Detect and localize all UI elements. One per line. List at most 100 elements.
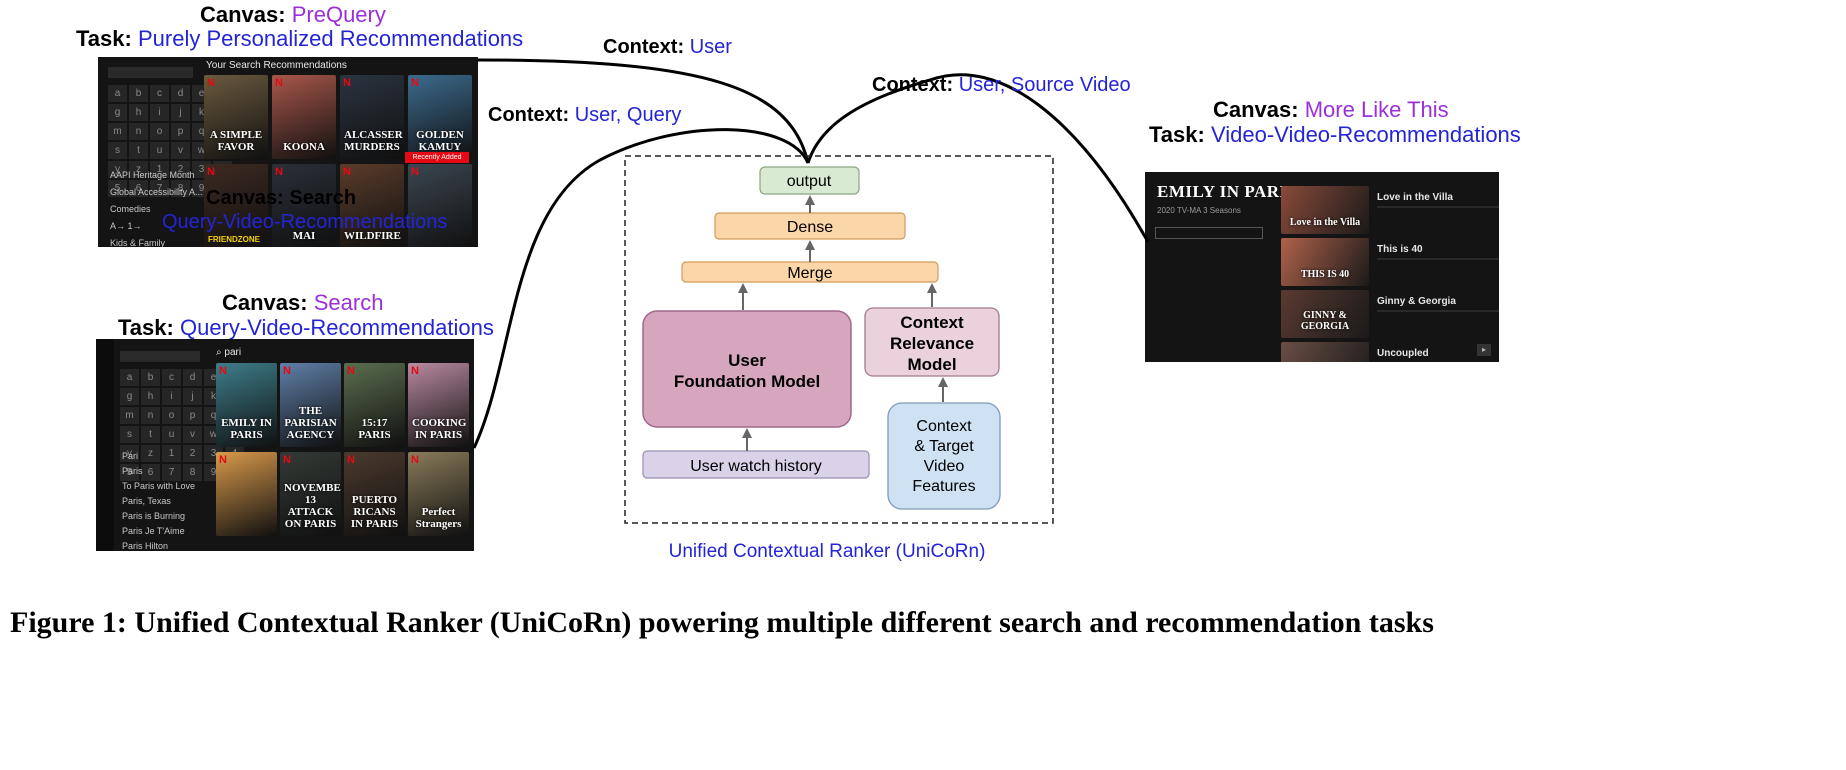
keyboard-key[interactable]: c (162, 369, 181, 386)
keyboard-key[interactable]: 5 (120, 464, 139, 481)
t-foundation-line: User (728, 351, 766, 370)
list-item[interactable]: Kids & Family (110, 238, 166, 247)
list-item[interactable]: Paris Hilton (122, 541, 169, 551)
keyboard-key[interactable]: s (108, 142, 127, 159)
keyboard-key[interactable]: m (120, 407, 139, 424)
keyboard-key[interactable]: t (141, 426, 160, 443)
keyboard-key[interactable]: b (141, 369, 160, 386)
context-user-label: Context: User (603, 36, 732, 58)
keyboard-key[interactable]: s (120, 426, 139, 443)
keyboard-key[interactable]: 2 (183, 445, 202, 462)
keyboard-key[interactable]: j (183, 388, 202, 405)
keyboard-key[interactable]: 6 (129, 180, 148, 197)
list-item[interactable]: Paris is Burning (122, 511, 186, 521)
keyboard-key[interactable]: h (141, 388, 160, 405)
similar-title-poster[interactable]: THIS IS 40 (1281, 238, 1369, 286)
keyboard-key[interactable]: b (129, 85, 148, 102)
keyboard-key[interactable]: 5 (108, 180, 127, 197)
list-item[interactable]: Global Accessibility A... (110, 187, 203, 197)
keyboard-key[interactable]: 8 (183, 464, 202, 481)
keyboard-key[interactable]: 1 (150, 161, 169, 178)
show-meta: 2020 TV-MA 3 Seasons (1157, 206, 1241, 215)
scroll-down-icon[interactable]: ▸ (1477, 344, 1491, 356)
context-features-box (887, 402, 1001, 510)
list-item[interactable]: AAPI Heritage Month (110, 170, 195, 180)
keyboard-key[interactable]: i (150, 104, 169, 121)
connector-mlt (806, 73, 1150, 243)
keyboard-key[interactable]: 7 (150, 180, 169, 197)
keyboard-key[interactable]: d (183, 369, 202, 386)
similar-title-name[interactable]: Uncoupled (1377, 348, 1429, 359)
similar-title-name[interactable]: Love in the Villa (1377, 192, 1453, 203)
tile-title: KOONA (283, 141, 325, 153)
nav-rail (96, 339, 114, 551)
output-text: output (787, 173, 832, 190)
similar-title-poster[interactable] (1281, 342, 1369, 362)
keyboard-key[interactable]: d (171, 85, 190, 102)
list-item[interactable]: Comedies (110, 204, 151, 214)
keyboard-key[interactable]: a (120, 369, 139, 386)
keyboard-key[interactable]: y (120, 445, 139, 462)
ranker-label: Unified Contextual Ranker (UniCoRn) (669, 541, 986, 562)
keyboard-key[interactable]: v (171, 142, 190, 159)
list-item[interactable]: Pari (122, 451, 139, 461)
figure-caption: Figure 1: Unified Contextual Ranker (Uni… (10, 606, 1434, 639)
title-tile[interactable]: N (216, 452, 277, 536)
keyboard-key[interactable]: z (129, 161, 148, 178)
title-tile[interactable]: NNOVEMBER 13 ATTACK ON PARIS (280, 452, 341, 536)
similar-title-poster[interactable]: Love in the Villa (1281, 186, 1369, 234)
keyboard-key[interactable]: m (108, 123, 127, 140)
keyboard-key[interactable]: 7 (162, 464, 181, 481)
keyboard-key[interactable]: p (171, 123, 190, 140)
keyboard-key[interactable]: u (162, 426, 181, 443)
keyboard-key[interactable]: i (162, 388, 181, 405)
prequery-task-label: Task: Purely Personalized Recommendation… (76, 26, 524, 51)
keyboard-key[interactable]: h (129, 104, 148, 121)
keyboard-key[interactable]: n (141, 407, 160, 424)
keyboard-key[interactable]: 1 (162, 445, 181, 462)
list-item[interactable]: Paris Je T'Aime (122, 526, 185, 536)
keyboard-key[interactable]: j (171, 104, 190, 121)
similar-title-name[interactable]: This is 40 (1377, 244, 1423, 255)
more-like-this-tab[interactable] (1155, 227, 1263, 239)
keyboard-key[interactable]: 8 (171, 180, 190, 197)
keyboard-key[interactable]: p (183, 407, 202, 424)
keyboard-key[interactable]: v (183, 426, 202, 443)
list-item[interactable]: To Paris with Love (122, 481, 196, 491)
keyboard-key[interactable]: c (150, 85, 169, 102)
similar-title-poster[interactable]: GINNY & GEORGIA (1281, 290, 1369, 338)
keyboard-key[interactable]: y (108, 161, 127, 178)
keyboard-key[interactable]: u (150, 142, 169, 159)
keyboard-key[interactable]: 6 (141, 464, 160, 481)
title-tile[interactable]: N (204, 164, 268, 247)
list-item[interactable]: A→ 1→ (110, 221, 142, 231)
title-tile[interactable]: N (408, 164, 472, 247)
keyboard-key[interactable]: 2 (171, 161, 190, 178)
keyboard-key[interactable]: o (150, 123, 169, 140)
keyboard-key[interactable]: z (141, 445, 160, 462)
keyboard-key[interactable]: g (120, 388, 139, 405)
list-item[interactable]: Paris (122, 466, 143, 476)
keyboard-key[interactable]: g (108, 104, 127, 121)
list-item[interactable]: Paris, Texas (122, 496, 171, 506)
similar-title-name[interactable]: Ginny & Georgia (1377, 296, 1456, 307)
keyboard-key[interactable]: a (108, 85, 127, 102)
keyboard-key[interactable]: o (162, 407, 181, 424)
keyboard-key[interactable]: t (129, 142, 148, 159)
keyboard-key[interactable]: n (129, 123, 148, 140)
